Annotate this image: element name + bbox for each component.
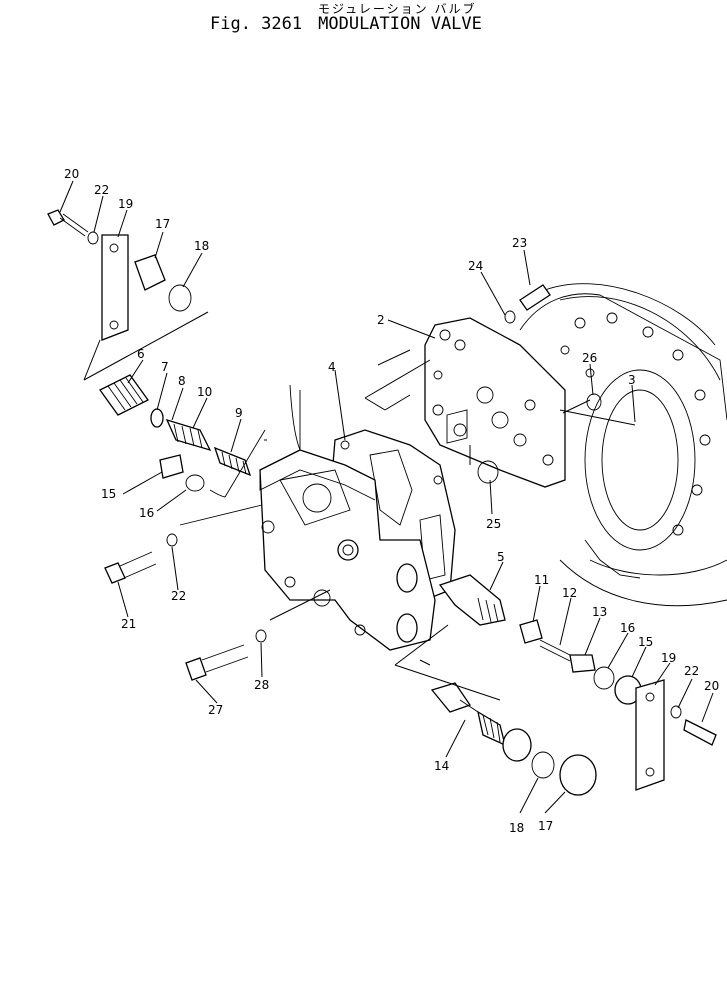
callout-9: 9 [235,406,243,420]
callout-12: 12 [562,586,577,600]
callout-28: 28 [254,678,269,692]
bolts-lower-left [104,429,267,681]
spool-assembly-right [438,574,717,791]
callout-4: 4 [328,360,336,374]
valve-body [259,384,436,651]
callout-22: 22 [94,183,109,197]
callout-20: 20 [64,167,79,181]
transmission-housing [519,283,727,607]
title-japanese: モジュレーション バルブ [318,2,477,16]
callout-10: 10 [197,385,212,399]
callout-20-right: 20 [704,679,719,693]
figure-title: Fig. 3261 MODULATION VALVE [210,14,498,34]
figure-name: MODULATION VALVE [318,14,482,34]
callout-6: 6 [137,347,145,361]
callout-22-lower: 22 [171,589,186,603]
callout-17-lower: 17 [538,819,553,833]
figure-header: モジュレーション バルブ Fig. 3261 MODULATION VALVE [210,0,550,40]
spool-assembly-lower [430,682,597,796]
callout-14: 14 [434,759,449,773]
callout-23: 23 [512,236,527,250]
callout-7: 7 [161,360,169,374]
callout-21: 21 [121,617,136,631]
callout-16: 16 [139,506,154,520]
callout-3: 3 [628,373,636,387]
callout-27: 27 [208,703,223,717]
callout-22-right: 22 [684,664,699,678]
callout-17: 17 [155,217,170,231]
callout-2: 2 [377,313,385,327]
leader-lines [83,311,636,701]
callout-group: 20 22 19 17 18 6 7 8 10 9 15 16 22 21 27… [59,167,719,835]
callout-11: 11 [534,573,549,587]
callout-26: 26 [582,351,597,365]
callout-15: 15 [101,487,116,501]
callout-19: 19 [118,197,133,211]
callout-18-lower: 18 [509,821,524,835]
callout-15-right: 15 [638,635,653,649]
callout-19-right: 19 [661,651,676,665]
top-left-retainer-parts [47,209,192,341]
figure-number: Fig. 3261 [210,14,303,34]
callout-5: 5 [497,550,505,564]
callout-8: 8 [178,374,186,388]
cover-plate-2 [424,317,566,488]
callout-18: 18 [194,239,209,253]
callout-13: 13 [592,605,607,619]
callout-24: 24 [468,259,483,273]
callout-25: 25 [486,517,501,531]
callout-16-right: 16 [620,621,635,635]
spool-assembly-upper [99,374,252,492]
